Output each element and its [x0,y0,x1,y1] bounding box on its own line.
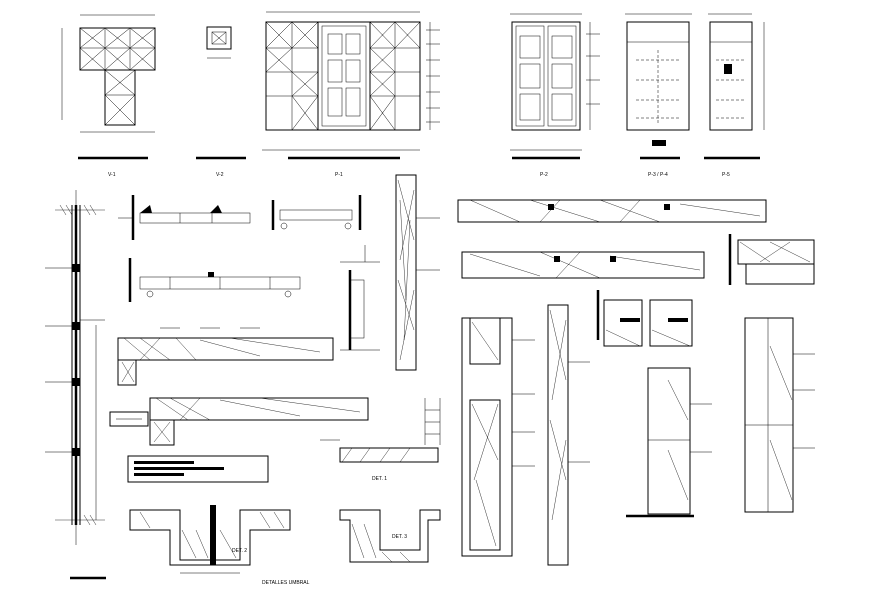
notes-box [127,455,269,483]
title-det-2: DET. 2 [232,548,247,554]
frame-detail-small [340,245,380,351]
title-det-1: DET. 1 [372,476,387,482]
title-p1: P-1 [335,172,343,178]
glass-section-detail-a [118,195,251,240]
wall-section-left [45,190,106,580]
door-elevation-p5: P-5 [704,13,765,178]
title-p3-p4: P-3 / P-4 [648,172,668,178]
beam-section-lower [109,397,369,446]
door-elevation-p1: P-1 [262,11,440,178]
title-v2: V-2 [216,172,224,178]
title-p5: P-5 [722,172,730,178]
title-det-3: DET. 3 [392,534,407,540]
window-elevation-v2: V-2 [196,26,246,178]
jamb-section-vertical [395,174,440,371]
jamb-detail-pair [596,290,693,347]
footing-detail-3: DET. 3 [339,509,441,563]
door-leaf-section-d [744,317,815,513]
title-v1: V-1 [108,172,116,178]
horizontal-section-upper [457,199,767,223]
glass-section-detail-c [128,258,301,302]
title-detalles-umbral: DETALLES UMBRAL [262,580,310,586]
door-frame-section-b [547,304,590,566]
threshold-detail-1: DET. 1 [320,398,441,482]
door-elevation-p3-p4: P-3 / P-4 [625,13,692,178]
title-p2: P-2 [540,172,548,178]
corner-detail-right [728,234,815,285]
door-elevation-p2: P-2 [510,13,600,178]
glass-section-detail-b [271,195,362,230]
window-elevation-v1: V-1 [61,14,156,178]
beam-section-upper [117,327,334,386]
horizontal-section-lower [461,251,705,279]
door-leaf-section-c [626,367,712,518]
door-frame-section-a [461,317,535,557]
footing-detail-2: DET. 2 DETALLES UMBRAL [129,505,310,586]
